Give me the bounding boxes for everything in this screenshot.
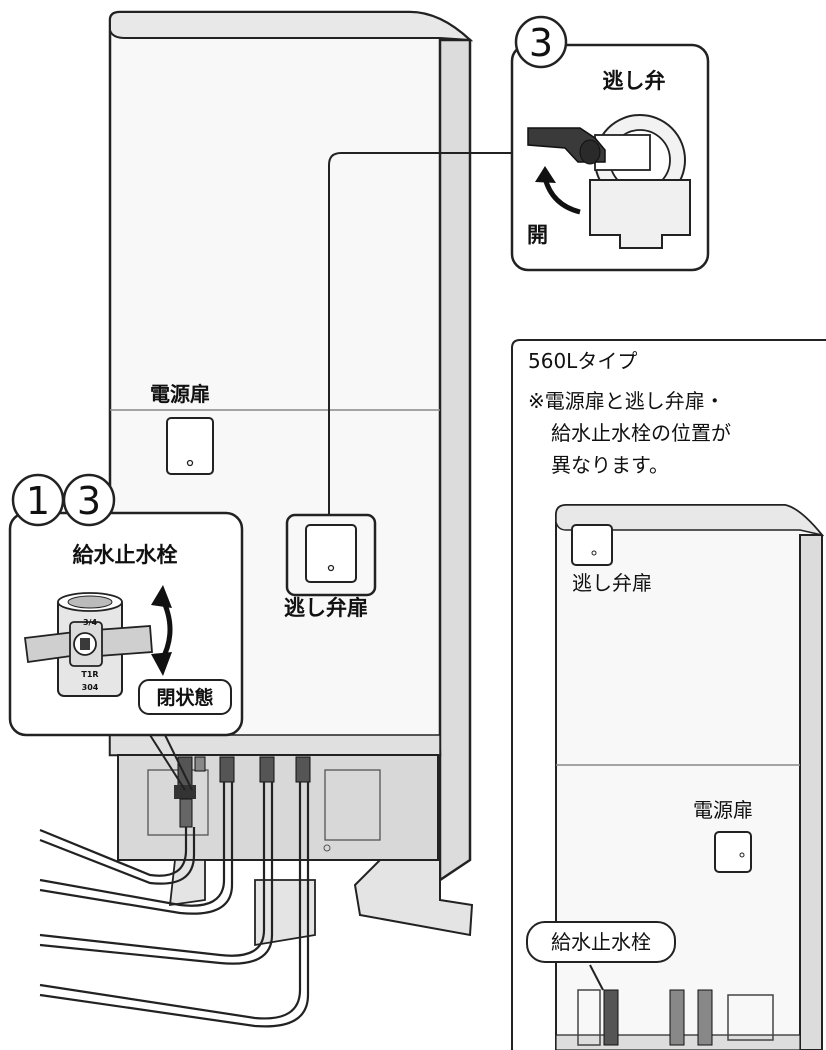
step-number-1: 1	[26, 479, 50, 523]
valve-marking-mid: T1R	[81, 670, 98, 679]
power-door-label: 電源扉	[150, 382, 210, 406]
valve-marking-top: 3/4	[83, 618, 97, 627]
closed-state-tag: 閉状態	[138, 679, 232, 715]
connector-line-relief	[328, 152, 515, 515]
power-door	[166, 417, 214, 475]
variant-title: 560Lタイプ	[528, 349, 637, 373]
step-number-badges: 1 3	[11, 473, 116, 527]
valve-marking-bottom: 304	[82, 683, 99, 692]
variant-560-panel	[511, 339, 826, 1050]
open-action-label: 開	[527, 223, 548, 247]
variant-note-line-2: 給水止水栓の位置が	[551, 421, 731, 445]
variant-power-door-label: 電源扉	[693, 798, 753, 822]
supply-valve-title: 給水止水栓	[73, 543, 178, 567]
callout-relief-valve	[510, 43, 710, 272]
variant-relief-door-label: 逃し弁扉	[572, 571, 652, 595]
water-hoses	[39, 782, 310, 1028]
unit-base	[117, 754, 474, 947]
step-number-3: 3	[77, 479, 101, 523]
step-number: 3	[529, 21, 553, 65]
variant-unit-drawing	[555, 504, 825, 1050]
variant-note-line-3: 異なります。	[551, 453, 669, 477]
relief-door	[285, 513, 377, 597]
variant-supply-tag: 給水止水栓	[526, 921, 676, 963]
relief-door-label: 逃し弁扉	[284, 596, 368, 620]
closed-state-label: 閉状態	[156, 686, 213, 709]
step-number-badge: 3	[514, 15, 568, 69]
main-unit	[108, 10, 474, 883]
variant-note-line-1: ※電源扉と逃し弁扉・	[528, 389, 725, 413]
variant-supply-label: 給水止水栓	[551, 930, 651, 954]
relief-valve-title: 逃し弁	[603, 69, 666, 93]
